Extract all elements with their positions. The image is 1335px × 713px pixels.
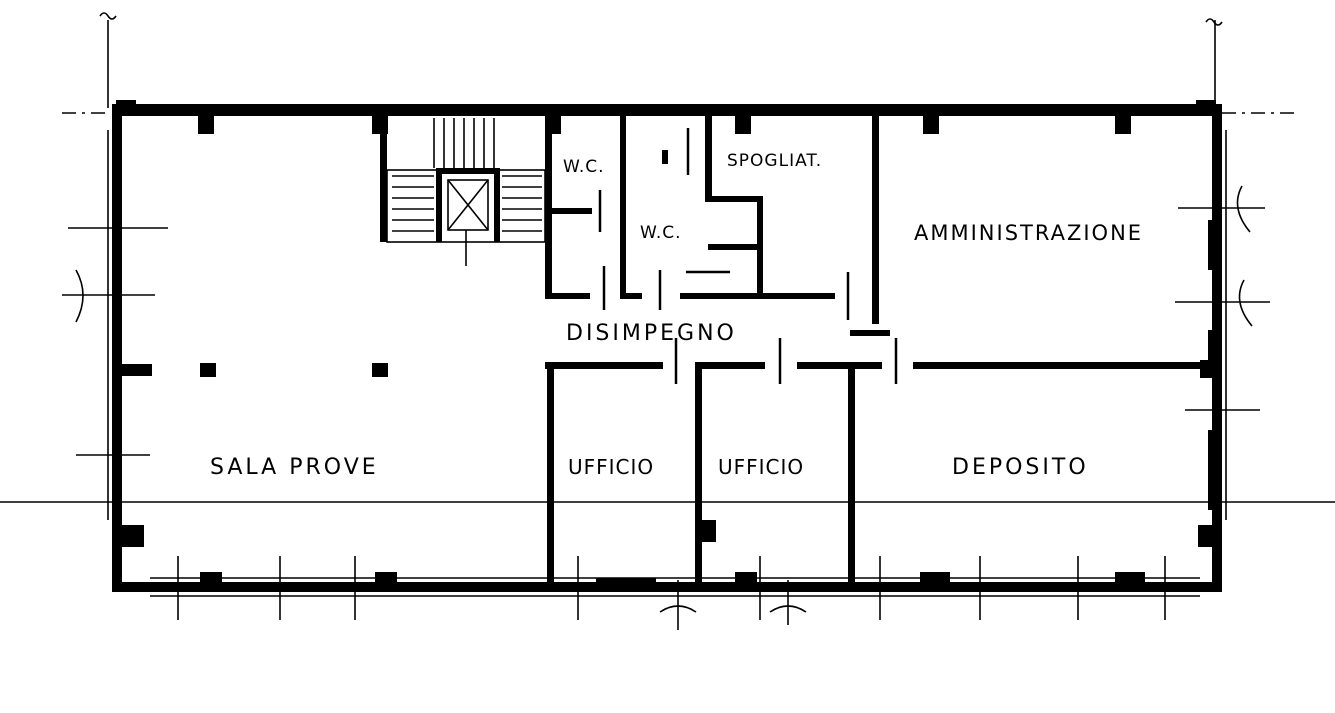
window-ticks bbox=[177, 556, 1166, 620]
room-label-sala-prove: SALA PROVE bbox=[210, 455, 379, 480]
room-label-deposito: DEPOSITO bbox=[952, 455, 1089, 480]
staircase bbox=[386, 168, 546, 266]
columns bbox=[112, 100, 1218, 588]
room-label-wc-1: W.C. bbox=[563, 157, 605, 177]
axis-lines bbox=[0, 12, 1335, 503]
room-label-ufficio-1: UFFICIO bbox=[568, 455, 654, 479]
outer-walls bbox=[107, 104, 1227, 597]
room-label-ufficio-2: UFFICIO bbox=[718, 455, 804, 479]
room-label-spogliatoio: SPOGLIAT. bbox=[727, 151, 822, 171]
section-markers bbox=[62, 185, 1270, 630]
stair-treads bbox=[392, 118, 542, 232]
room-label-disimpegno: DISIMPEGNO bbox=[566, 321, 737, 346]
room-label-amministrazione: AMMINISTRAZIONE bbox=[914, 221, 1143, 245]
room-label-wc-2: W.C. bbox=[640, 223, 682, 243]
interior-walls bbox=[380, 116, 1213, 584]
